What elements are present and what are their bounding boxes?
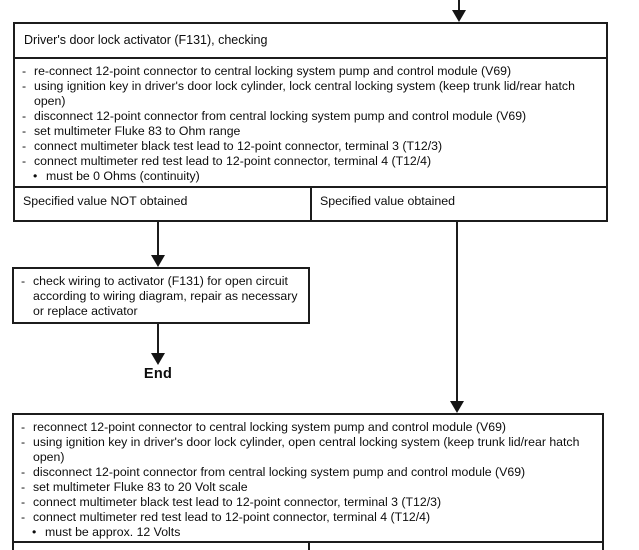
step-text: reconnect 12-point connector to central …	[33, 420, 506, 434]
step-item: - re-connect 12-point connector to centr…	[21, 64, 598, 79]
step-text: check wiring to activator (F131) for ope…	[33, 274, 298, 318]
arrow-down-icon	[450, 401, 464, 413]
dash-marker: -	[21, 420, 26, 434]
step-item: - disconnect 12-point connector from cen…	[20, 465, 594, 480]
dash-marker: -	[22, 124, 27, 138]
step-text: connect multimeter red test lead to 12-p…	[33, 510, 431, 524]
step-text: connect multimeter black test lead to 12…	[33, 495, 442, 509]
decision-row: Specified value NOT obtained Specified v…	[15, 186, 606, 220]
step-text: using ignition key in driver's door lock…	[34, 79, 575, 108]
dash-marker: -	[22, 64, 27, 78]
step-item: - set multimeter Fluke 83 to Ohm range	[21, 124, 598, 139]
repair-steps: - check wiring to activator (F131) for o…	[14, 269, 308, 319]
yes-branch-arrow-stem	[456, 222, 458, 402]
dash-marker: -	[21, 480, 26, 494]
bullet-marker: •	[32, 525, 37, 539]
dash-marker: -	[22, 109, 27, 123]
expected-result: • must be 0 Ohms (continuity)	[21, 169, 598, 184]
bullet-marker: •	[33, 169, 38, 183]
step-item: - connect multimeter red test lead to 12…	[21, 154, 598, 169]
dash-marker: -	[21, 465, 26, 479]
step-text: disconnect 12-point connector from centr…	[34, 109, 527, 123]
expected-result-text: must be approx. 12 Volts	[45, 525, 181, 539]
step-text: connect multimeter red test lead to 12-p…	[34, 154, 432, 168]
step-item: - using ignition key in driver's door lo…	[20, 435, 594, 465]
continuity-test-box: Driver's door lock activator (F131), che…	[13, 22, 608, 222]
decision-cell-obtained: Specified value obtained	[320, 194, 456, 208]
step-item: - disconnect 12-point connector from cen…	[21, 109, 598, 124]
end-label: End	[143, 366, 173, 382]
step-text: set multimeter Fluke 83 to Ohm range	[34, 124, 241, 138]
decision-cell-not-obtained: Specified value NOT obtained	[15, 188, 312, 220]
arrow-down-icon	[151, 255, 165, 267]
step-item: - set multimeter Fluke 83 to 20 Volt sca…	[20, 480, 594, 495]
repair-box: - check wiring to activator (F131) for o…	[12, 267, 310, 324]
step-text: set multimeter Fluke 83 to 20 Volt scale	[33, 480, 248, 494]
expected-result: • must be approx. 12 Volts	[20, 525, 594, 540]
voltage-test-steps: - reconnect 12-point connector to centra…	[14, 415, 602, 540]
continuity-test-steps: - re-connect 12-point connector to centr…	[15, 59, 606, 186]
dash-marker: -	[21, 435, 26, 449]
dash-marker: -	[22, 79, 27, 93]
dash-marker: -	[21, 510, 26, 524]
arrow-down-icon	[151, 353, 165, 365]
step-item: - reconnect 12-point connector to centra…	[20, 420, 594, 435]
step-item: - using ignition key in driver's door lo…	[21, 79, 598, 109]
voltage-test-box: - reconnect 12-point connector to centra…	[12, 413, 604, 543]
step-text: disconnect 12-point connector from centr…	[33, 465, 526, 479]
step-item: - connect multimeter black test lead to …	[20, 495, 594, 510]
end-arrow-stem	[157, 324, 159, 354]
step-item: - connect multimeter red test lead to 12…	[20, 510, 594, 525]
step-text: using ignition key in driver's door lock…	[33, 435, 580, 464]
step-text: re-connect 12-point connector to central…	[34, 64, 512, 78]
step-text: connect multimeter black test lead to 12…	[34, 139, 443, 153]
dash-marker: -	[21, 495, 26, 509]
step-item: - connect multimeter black test lead to …	[21, 139, 598, 154]
dash-marker: -	[21, 274, 26, 288]
entry-arrow-stem	[458, 0, 460, 12]
expected-result-text: must be 0 Ohms (continuity)	[46, 169, 200, 183]
no-branch-arrow-stem	[157, 222, 159, 256]
dash-marker: -	[22, 154, 27, 168]
next-decision-row-fragment	[12, 543, 604, 550]
next-decision-divider	[308, 543, 310, 550]
arrow-down-icon	[452, 10, 466, 22]
dash-marker: -	[22, 139, 27, 153]
step-item: - check wiring to activator (F131) for o…	[20, 274, 302, 319]
procedure-title: Driver's door lock activator (F131), che…	[15, 24, 606, 59]
